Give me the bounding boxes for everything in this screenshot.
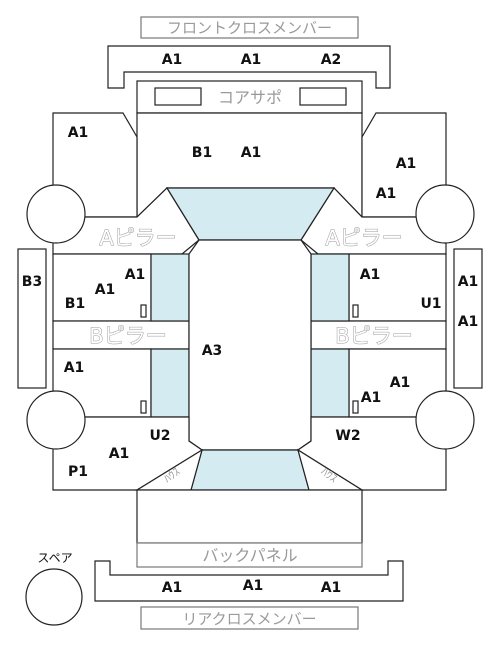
right-outer-panel [453,248,483,389]
left-outer-code: B3 [22,274,42,290]
front-door-right-handle [352,304,359,318]
rear-door-right-code-b: A1 [361,390,382,406]
rear-window [190,449,310,491]
spare-tire [25,568,83,626]
rear-bumper [94,560,404,602]
front-door-left-code-b: B1 [65,296,85,312]
rear-bumper-code-center: A1 [243,578,264,594]
b-pillar-left-label: Bピラー [89,324,166,348]
trunk [136,489,363,544]
front-cross-member-box [140,16,359,39]
wheel-front-left [26,184,86,244]
right-outer-code-upper: A1 [458,274,479,290]
front-fender-right-code-lower: A1 [376,186,397,202]
left-outer-panel [17,248,47,389]
front-fender-left-code: A1 [68,125,89,141]
front-door-left-code-a2: A1 [95,282,116,298]
rear-cross-member-label: リアクロスメンバー [182,610,316,628]
hood-code-b: B1 [192,145,212,161]
wheel-rear-left [26,390,86,450]
quarter-left-code-p: P1 [68,464,88,480]
b-pillar-left [52,320,190,350]
front-door-left-handle [140,304,147,318]
quarter-left-code-a: A1 [109,446,130,462]
rear-bumper-code-right: A1 [321,580,342,596]
front-door-right-code-u: U1 [420,296,441,312]
a-pillar-left-label: Aピラー [99,226,176,250]
side-window-rear-right [310,348,350,418]
b-pillar-right-label: Bピラー [335,324,412,348]
front-cross-member-label: フロントクロスメンバー [167,19,332,37]
side-window-front-right [310,253,350,322]
spare-label: スペア [37,551,72,565]
front-bumper-code-center: A1 [241,52,262,68]
quarter-left-code-u: U2 [149,428,170,444]
rear-cross-member-box [140,606,359,630]
front-door-right [348,253,447,322]
front-fender-right-code-upper: A1 [396,156,417,172]
side-window-rear-left [150,348,190,418]
rear-door-right-code-a: A1 [390,375,411,391]
headlight-right [299,87,347,106]
roof-code: A3 [202,343,223,359]
rear-door-left-code: A1 [64,360,85,376]
core-support-label: コアサポ [218,88,282,107]
front-bumper [107,45,391,89]
rear-door-right-handle [352,400,359,414]
front-bumper-code-right: A2 [321,52,342,68]
headlight-left [154,87,202,106]
quarter-right-code-w: W2 [335,428,360,444]
rear-bumper-code-left: A1 [162,580,183,596]
a-pillar-right-label: Aピラー [325,226,402,250]
side-window-front-left [150,253,190,322]
wheel-front-right [415,184,475,244]
front-door-left [52,253,152,322]
rear-door-left-handle [140,400,147,414]
wheel-rear-right [415,390,475,450]
hood-code-a: A1 [241,145,262,161]
back-panel [136,542,363,568]
front-door-left-code-a: A1 [125,267,146,283]
back-panel-label: バックパネル [202,546,297,565]
right-outer-code-lower: A1 [458,314,479,330]
front-door-right-code-a: A1 [360,267,381,283]
front-bumper-code-left: A1 [162,52,183,68]
